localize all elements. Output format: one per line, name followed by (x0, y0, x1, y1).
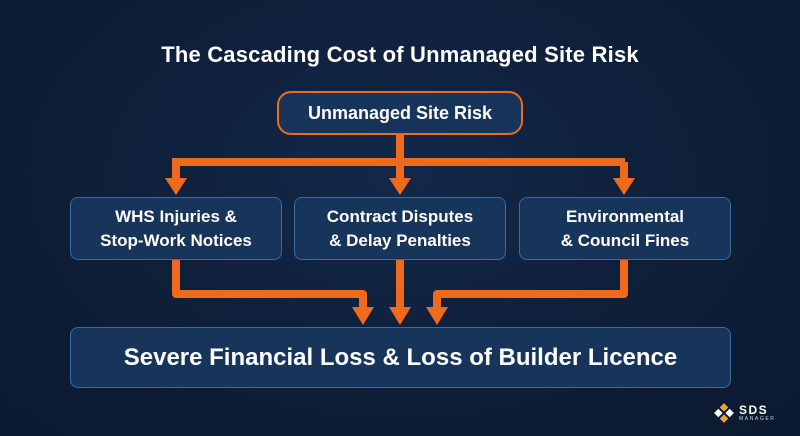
arrowhead-result-3 (426, 307, 448, 325)
arrowhead-box-3 (613, 178, 635, 195)
connector-from-box-1 (172, 260, 367, 309)
consequence-box-environmental: Environmental & Council Fines (519, 197, 731, 260)
arrowhead-result-1 (352, 307, 374, 325)
sds-logo-icon (714, 403, 734, 423)
connector-from-box-3 (433, 260, 628, 309)
arrowhead-box-1 (165, 178, 187, 195)
result-box: Severe Financial Loss & Loss of Builder … (70, 327, 731, 388)
consequence-environmental-line-1: Environmental (565, 206, 685, 226)
arrowhead-box-2 (389, 178, 411, 195)
brand-subtitle: MANAGER (739, 416, 776, 422)
result-label: Severe Financial Loss & Loss of Builder … (123, 343, 678, 371)
arrowhead-result-2 (389, 307, 411, 325)
consequence-contract-line-1: Contract Disputes (326, 206, 474, 226)
brand-name: SDS (739, 403, 769, 417)
consequence-whs-line-1: WHS Injuries & (115, 206, 237, 226)
root-risk-label: Unmanaged Site Risk (307, 102, 493, 123)
brand-logo: SDS MANAGER (713, 402, 775, 424)
consequence-contract-line-2: & Delay Penalties (329, 230, 471, 250)
consequence-box-whs: WHS Injuries & Stop-Work Notices (70, 197, 282, 260)
diagram-title: The Cascading Cost of Unmanaged Site Ris… (161, 42, 639, 67)
root-risk-box: Unmanaged Site Risk (277, 91, 523, 135)
consequence-whs-line-2: Stop-Work Notices (100, 230, 252, 250)
consequence-box-contract: Contract Disputes & Delay Penalties (294, 197, 506, 260)
consequence-environmental-line-2: & Council Fines (560, 230, 690, 250)
